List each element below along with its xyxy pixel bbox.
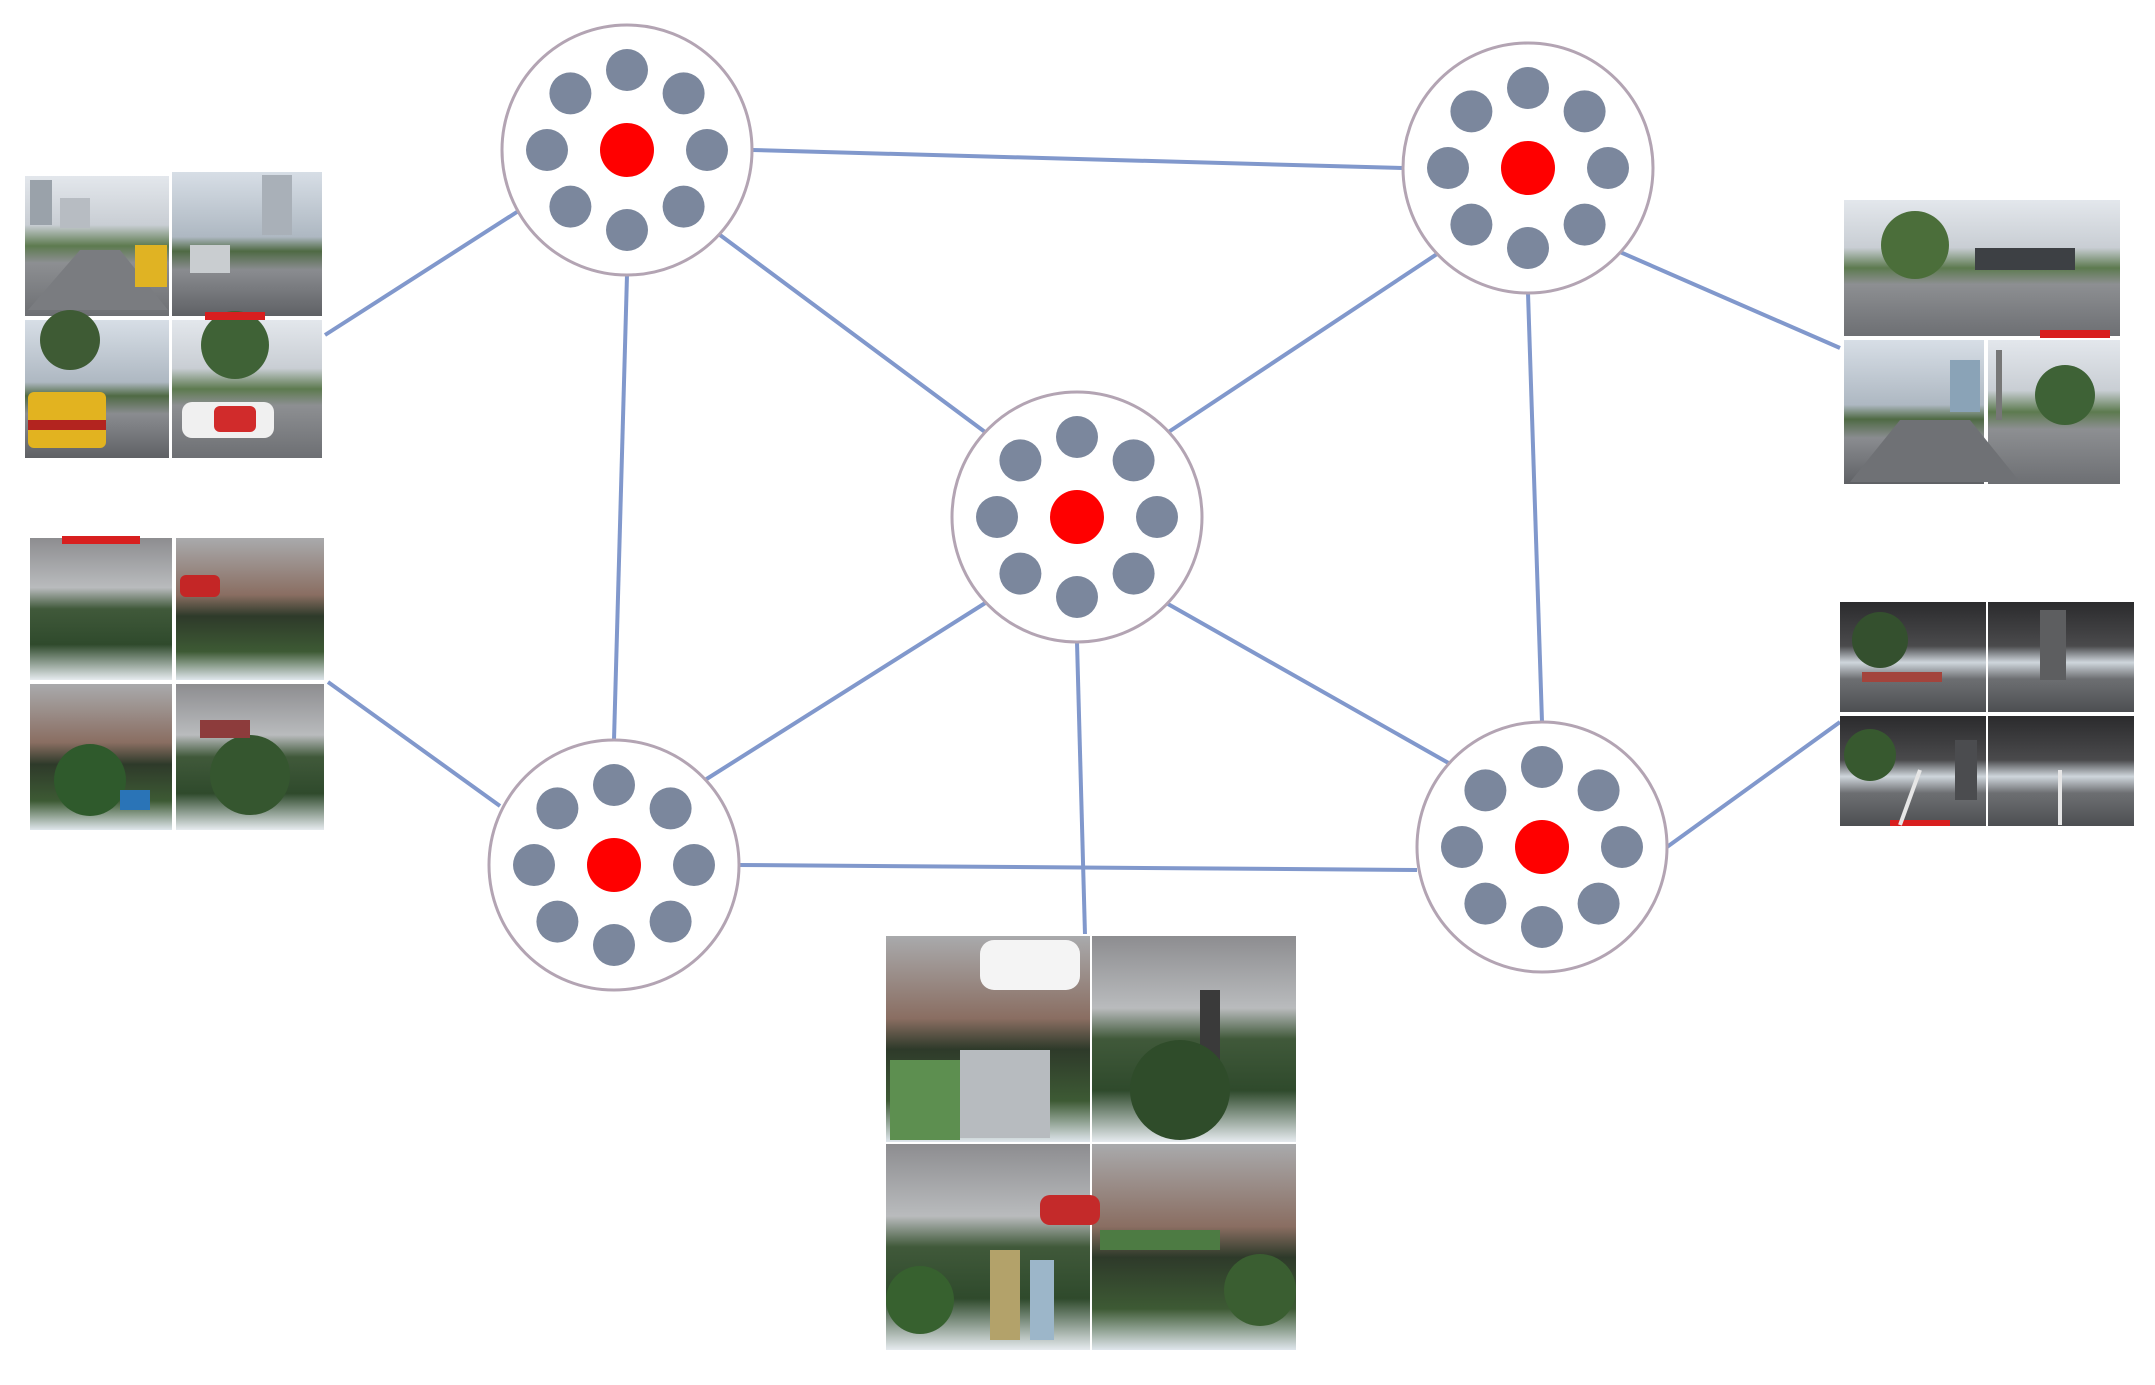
- satellite-dot: [999, 439, 1042, 482]
- satellite-dot: [549, 72, 592, 115]
- satellite-dot: [1601, 826, 1643, 868]
- photo-top-right: [1842, 198, 2120, 484]
- photo-mid-left: [28, 536, 326, 832]
- center-dot: [1501, 141, 1555, 195]
- satellite-dot: [1464, 769, 1507, 812]
- connection-edge: [1526, 292, 1544, 723]
- satellite-dot: [1521, 746, 1563, 788]
- node-bottom-left: [487, 738, 741, 992]
- satellite-dot: [536, 900, 579, 943]
- connection-edge: [323, 208, 522, 337]
- satellite-dot: [536, 787, 579, 830]
- satellite-dot: [1427, 147, 1469, 189]
- satellite-dot: [1507, 227, 1549, 269]
- photo-cell: [176, 538, 324, 680]
- satellite-dot: [999, 552, 1042, 595]
- photo-cell: [30, 538, 172, 680]
- satellite-dot: [1521, 906, 1563, 948]
- node-bottom-right: [1415, 720, 1669, 974]
- connection-edge: [738, 863, 1418, 872]
- center-dot: [1050, 490, 1104, 544]
- satellite-dot: [606, 209, 648, 251]
- satellite-dot: [976, 496, 1018, 538]
- satellite-dot: [1441, 826, 1483, 868]
- connection-edge: [1075, 641, 1087, 936]
- satellite-dot: [662, 72, 705, 115]
- photo-top-left: [25, 172, 323, 458]
- connection-edge: [751, 148, 1404, 170]
- satellite-dot: [1563, 90, 1606, 133]
- satellite-dot: [1507, 67, 1549, 109]
- satellite-dot: [1056, 416, 1098, 458]
- satellite-dot: [1577, 769, 1620, 812]
- satellite-dot: [1563, 203, 1606, 246]
- satellite-dot: [673, 844, 715, 886]
- edge-layer: [323, 148, 1842, 936]
- node-layer: [487, 23, 1669, 992]
- satellite-dot: [606, 49, 648, 91]
- center-dot: [587, 838, 641, 892]
- satellite-dot: [513, 844, 555, 886]
- satellite-dot: [1587, 147, 1629, 189]
- connection-edge: [1665, 720, 1842, 849]
- center-dot: [1515, 820, 1569, 874]
- satellite-dot: [649, 900, 692, 943]
- satellite-dot: [1112, 552, 1155, 595]
- satellite-dot: [1450, 203, 1493, 246]
- satellite-dot: [593, 764, 635, 806]
- node-top-right: [1401, 41, 1655, 295]
- connection-edge: [703, 598, 992, 782]
- photo-bottom-center: [884, 934, 1296, 1352]
- node-center: [950, 390, 1204, 644]
- satellite-dot: [649, 787, 692, 830]
- satellite-dot: [549, 185, 592, 228]
- photo-mid-right: [1840, 600, 2134, 826]
- satellite-dot: [593, 924, 635, 966]
- connection-edge: [1167, 602, 1453, 767]
- satellite-dot: [1056, 576, 1098, 618]
- photo-cell: [172, 172, 322, 316]
- satellite-dot: [526, 129, 568, 171]
- connection-edge: [1165, 250, 1442, 435]
- node-top-left: [500, 23, 754, 277]
- center-dot: [600, 123, 654, 177]
- connection-edge: [718, 233, 987, 434]
- satellite-dot: [1577, 882, 1620, 925]
- satellite-dot: [686, 129, 728, 171]
- connection-edge: [326, 680, 502, 808]
- connection-edge: [1619, 250, 1841, 350]
- satellite-dot: [1112, 439, 1155, 482]
- satellite-dot: [1450, 90, 1493, 133]
- satellite-dot: [662, 185, 705, 228]
- satellite-dot: [1136, 496, 1178, 538]
- satellite-dot: [1464, 882, 1507, 925]
- connection-edge: [612, 274, 629, 741]
